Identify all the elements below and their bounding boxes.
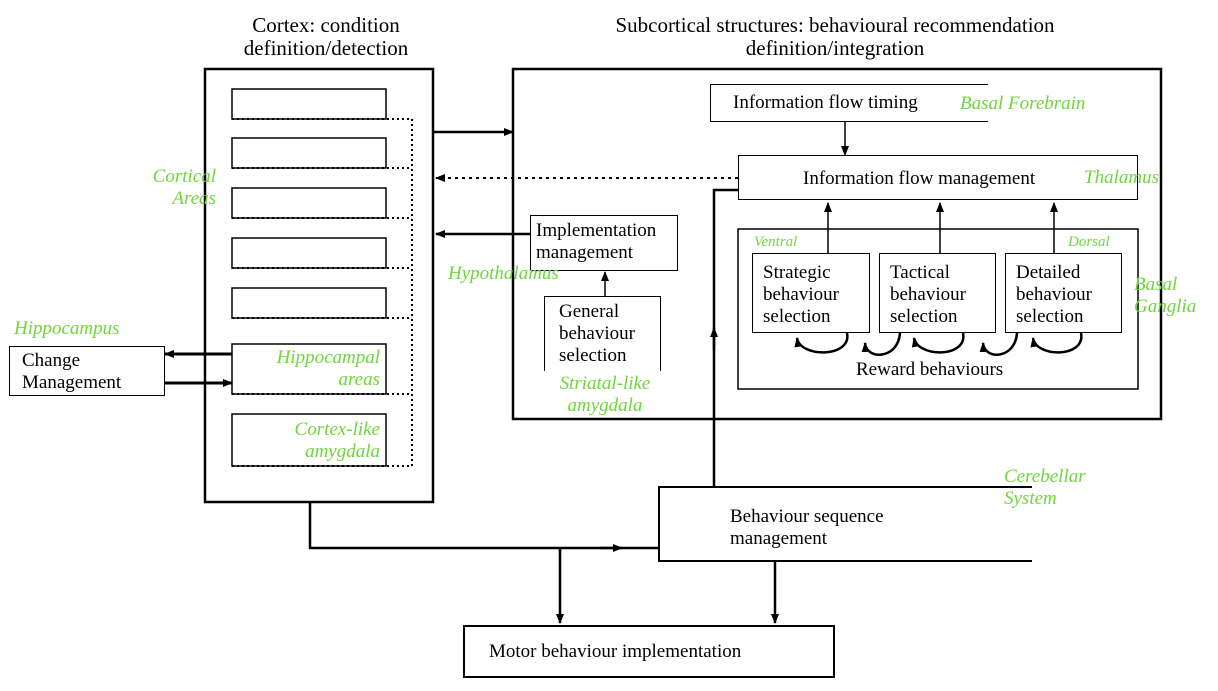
basal-ganglia-line2: Ganglia <box>1134 296 1197 317</box>
tactical-line1: Tactical <box>890 262 950 283</box>
reward-behaviours-label: Reward behaviours <box>856 359 1004 380</box>
thalamus-label: Thalamus <box>1084 167 1159 188</box>
basal-ganglia-box <box>737 228 1139 390</box>
arrow-cerebellar-to-thalamus <box>712 188 738 486</box>
cortex-box <box>203 67 435 504</box>
detailed-selection-box: Detailed behaviour selection <box>1005 253 1122 333</box>
cortical-areas-line2: Areas <box>172 188 216 209</box>
detailed-line2: behaviour <box>1016 284 1092 305</box>
cortical-area-box-1 <box>231 88 387 120</box>
detailed-line1: Detailed <box>1016 262 1081 283</box>
cortex-amygdala-label: Cortex-like amygdala <box>240 419 380 463</box>
cerebellar-line2: System <box>1004 488 1057 509</box>
cortex-dotted-links <box>232 118 413 467</box>
info-flow-timing-label: Information flow timing <box>733 92 918 113</box>
tactical-selection-box: Tactical behaviour selection <box>879 253 996 333</box>
dorsal-label: Dorsal <box>1068 234 1110 250</box>
arrow-cortex-to-cerebellar <box>308 502 658 550</box>
hippocampal-areas-label: Hippocampal areas <box>240 347 380 391</box>
reward-loops <box>794 332 1083 356</box>
implementation-line1: Implementation <box>536 220 657 241</box>
cortical-areas-line1: Cortical <box>152 166 216 187</box>
amygdala-line1: Cortex-like <box>294 419 380 440</box>
info-flow-management-label: Information flow management <box>803 168 1036 189</box>
strategic-selection-box: Strategic behaviour selection <box>752 253 870 333</box>
striatal-amygdala-label: Striatal-like amygdala <box>540 373 670 417</box>
ventral-label: Ventral <box>754 234 798 250</box>
basal-forebrain-label: Basal Forebrain <box>960 93 1086 114</box>
cortical-area-box-3 <box>231 187 387 219</box>
subcortical-heading-line2: definition/integration <box>745 36 925 60</box>
general-line2: behaviour <box>559 323 635 344</box>
general-line1: General <box>559 301 620 322</box>
cortex-heading-line1: Cortex: condition <box>252 13 400 37</box>
detailed-line3: selection <box>1016 306 1084 327</box>
sequence-line2: management <box>730 528 828 549</box>
striatal-line1: Striatal-like <box>559 373 651 394</box>
hippocampal-line2: areas <box>338 369 380 390</box>
motor-behaviour-label: Motor behaviour implementation <box>489 641 742 662</box>
hippocampal-line1: Hippocampal <box>276 347 380 368</box>
behaviour-sequence-box: Behaviour sequence management <box>658 486 1032 562</box>
cortex-heading: Cortex: condition definition/detection <box>206 14 446 60</box>
tactical-line2: behaviour <box>890 284 966 305</box>
change-management-line2: Management <box>22 372 122 393</box>
cortical-areas-label: Cortical Areas <box>138 166 216 210</box>
cortical-area-box-5 <box>231 287 387 319</box>
basal-ganglia-label: Basal Ganglia <box>1134 274 1196 318</box>
amygdala-line2: amygdala <box>305 441 380 462</box>
general-behaviour-selection-box: General behaviour selection <box>544 296 661 371</box>
cerebellar-system-label: Cerebellar System <box>1004 466 1086 510</box>
striatal-line2: amygdala <box>567 395 643 416</box>
subcortical-heading: Subcortical structures: behavioural reco… <box>540 14 1130 60</box>
subcortical-box <box>511 67 1163 421</box>
hypothalamus-label: Hypothalamus <box>448 263 559 284</box>
subcortical-heading-line1: Subcortical structures: behavioural reco… <box>615 13 1055 37</box>
info-flow-timing-box: Information flow timing <box>710 84 988 122</box>
strategic-line3: selection <box>763 306 831 327</box>
general-line3: selection <box>559 345 627 366</box>
cerebellar-line1: Cerebellar <box>1004 466 1086 487</box>
strategic-line1: Strategic <box>763 262 831 283</box>
hippocampus-label: Hippocampus <box>14 318 120 339</box>
basal-ganglia-line1: Basal <box>1134 274 1178 295</box>
strategic-line2: behaviour <box>763 284 839 305</box>
implementation-management-box: Implementation management <box>530 215 678 271</box>
implementation-line2: management <box>536 242 634 263</box>
sequence-line1: Behaviour sequence <box>730 506 884 527</box>
motor-behaviour-box: Motor behaviour implementation <box>463 625 835 678</box>
tactical-line3: selection <box>890 306 958 327</box>
cortical-area-box-4 <box>231 237 387 269</box>
cortex-heading-line2: definition/detection <box>243 36 409 60</box>
change-management-box: Change Management <box>9 346 165 396</box>
change-management-line1: Change <box>22 350 81 371</box>
cortical-area-box-2 <box>231 137 387 169</box>
info-flow-management-box: Information flow management <box>738 155 1138 200</box>
